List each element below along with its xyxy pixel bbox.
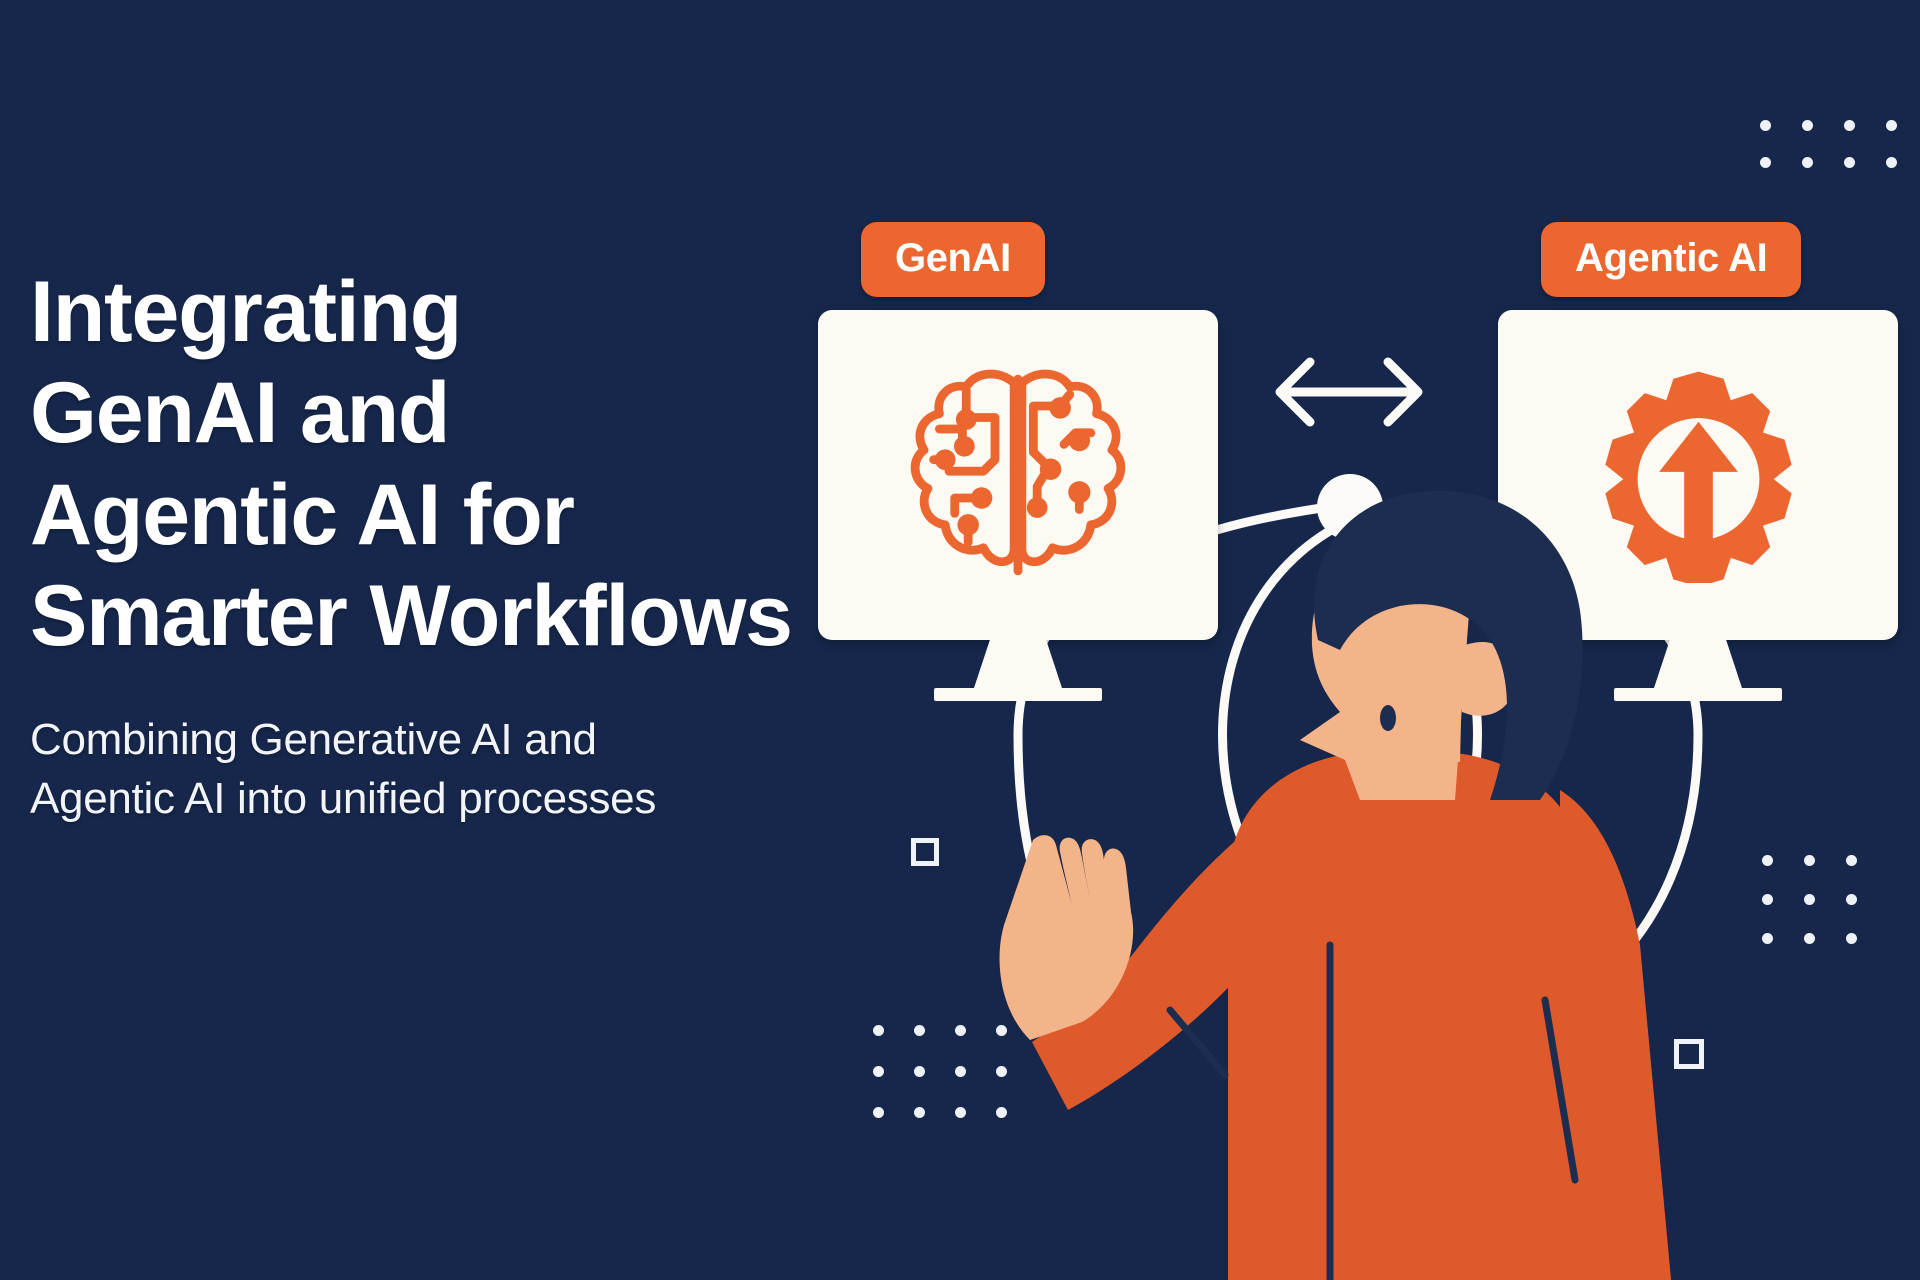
badge-genai[interactable]: GenAI xyxy=(861,222,1045,297)
person-arm-right xyxy=(1560,790,1672,1280)
person-face xyxy=(1300,520,1470,800)
brain-circuit-icon xyxy=(910,369,1126,576)
badge-agentic-ai[interactable]: Agentic AI xyxy=(1541,222,1802,297)
monitor-genai-base xyxy=(934,688,1102,701)
monitor-agentic-ai-base xyxy=(1614,688,1782,701)
person-neck xyxy=(1355,640,1450,775)
connection-node-icon xyxy=(1317,474,1383,540)
monitor-agentic-ai-screen xyxy=(1498,310,1898,640)
square-outline-right xyxy=(1674,1039,1704,1069)
square-outline-left xyxy=(911,838,939,866)
dot-grid-right xyxy=(1762,855,1857,944)
gear-arrow-up-icon xyxy=(1604,371,1792,583)
page-subtitle: Combining Generative AI and Agentic AI i… xyxy=(30,714,657,824)
monitor-genai xyxy=(818,310,1218,702)
shirt-fold-right xyxy=(1541,996,1579,1184)
monitor-genai-neck xyxy=(974,640,1062,688)
dot-grid-top-right xyxy=(1760,120,1897,168)
hero-text-block: Integrating GenAI and Agentic AI for Sma… xyxy=(30,262,930,829)
person-torso xyxy=(1228,752,1612,1280)
person-hand xyxy=(999,835,1134,1040)
monitor-agentic-ai xyxy=(1498,310,1898,702)
dot-grid-bottom-left xyxy=(873,1025,1007,1118)
monitor-agentic-ai-neck xyxy=(1654,640,1742,688)
monitor-genai-screen xyxy=(818,310,1218,640)
page-title: Integrating GenAI and Agentic AI for Sma… xyxy=(30,264,793,665)
double-headed-arrow-icon xyxy=(1275,357,1423,427)
shirt-fold-sleeve xyxy=(1166,1006,1229,1079)
person-eye xyxy=(1380,705,1396,731)
person-arm-left xyxy=(1032,795,1330,1110)
